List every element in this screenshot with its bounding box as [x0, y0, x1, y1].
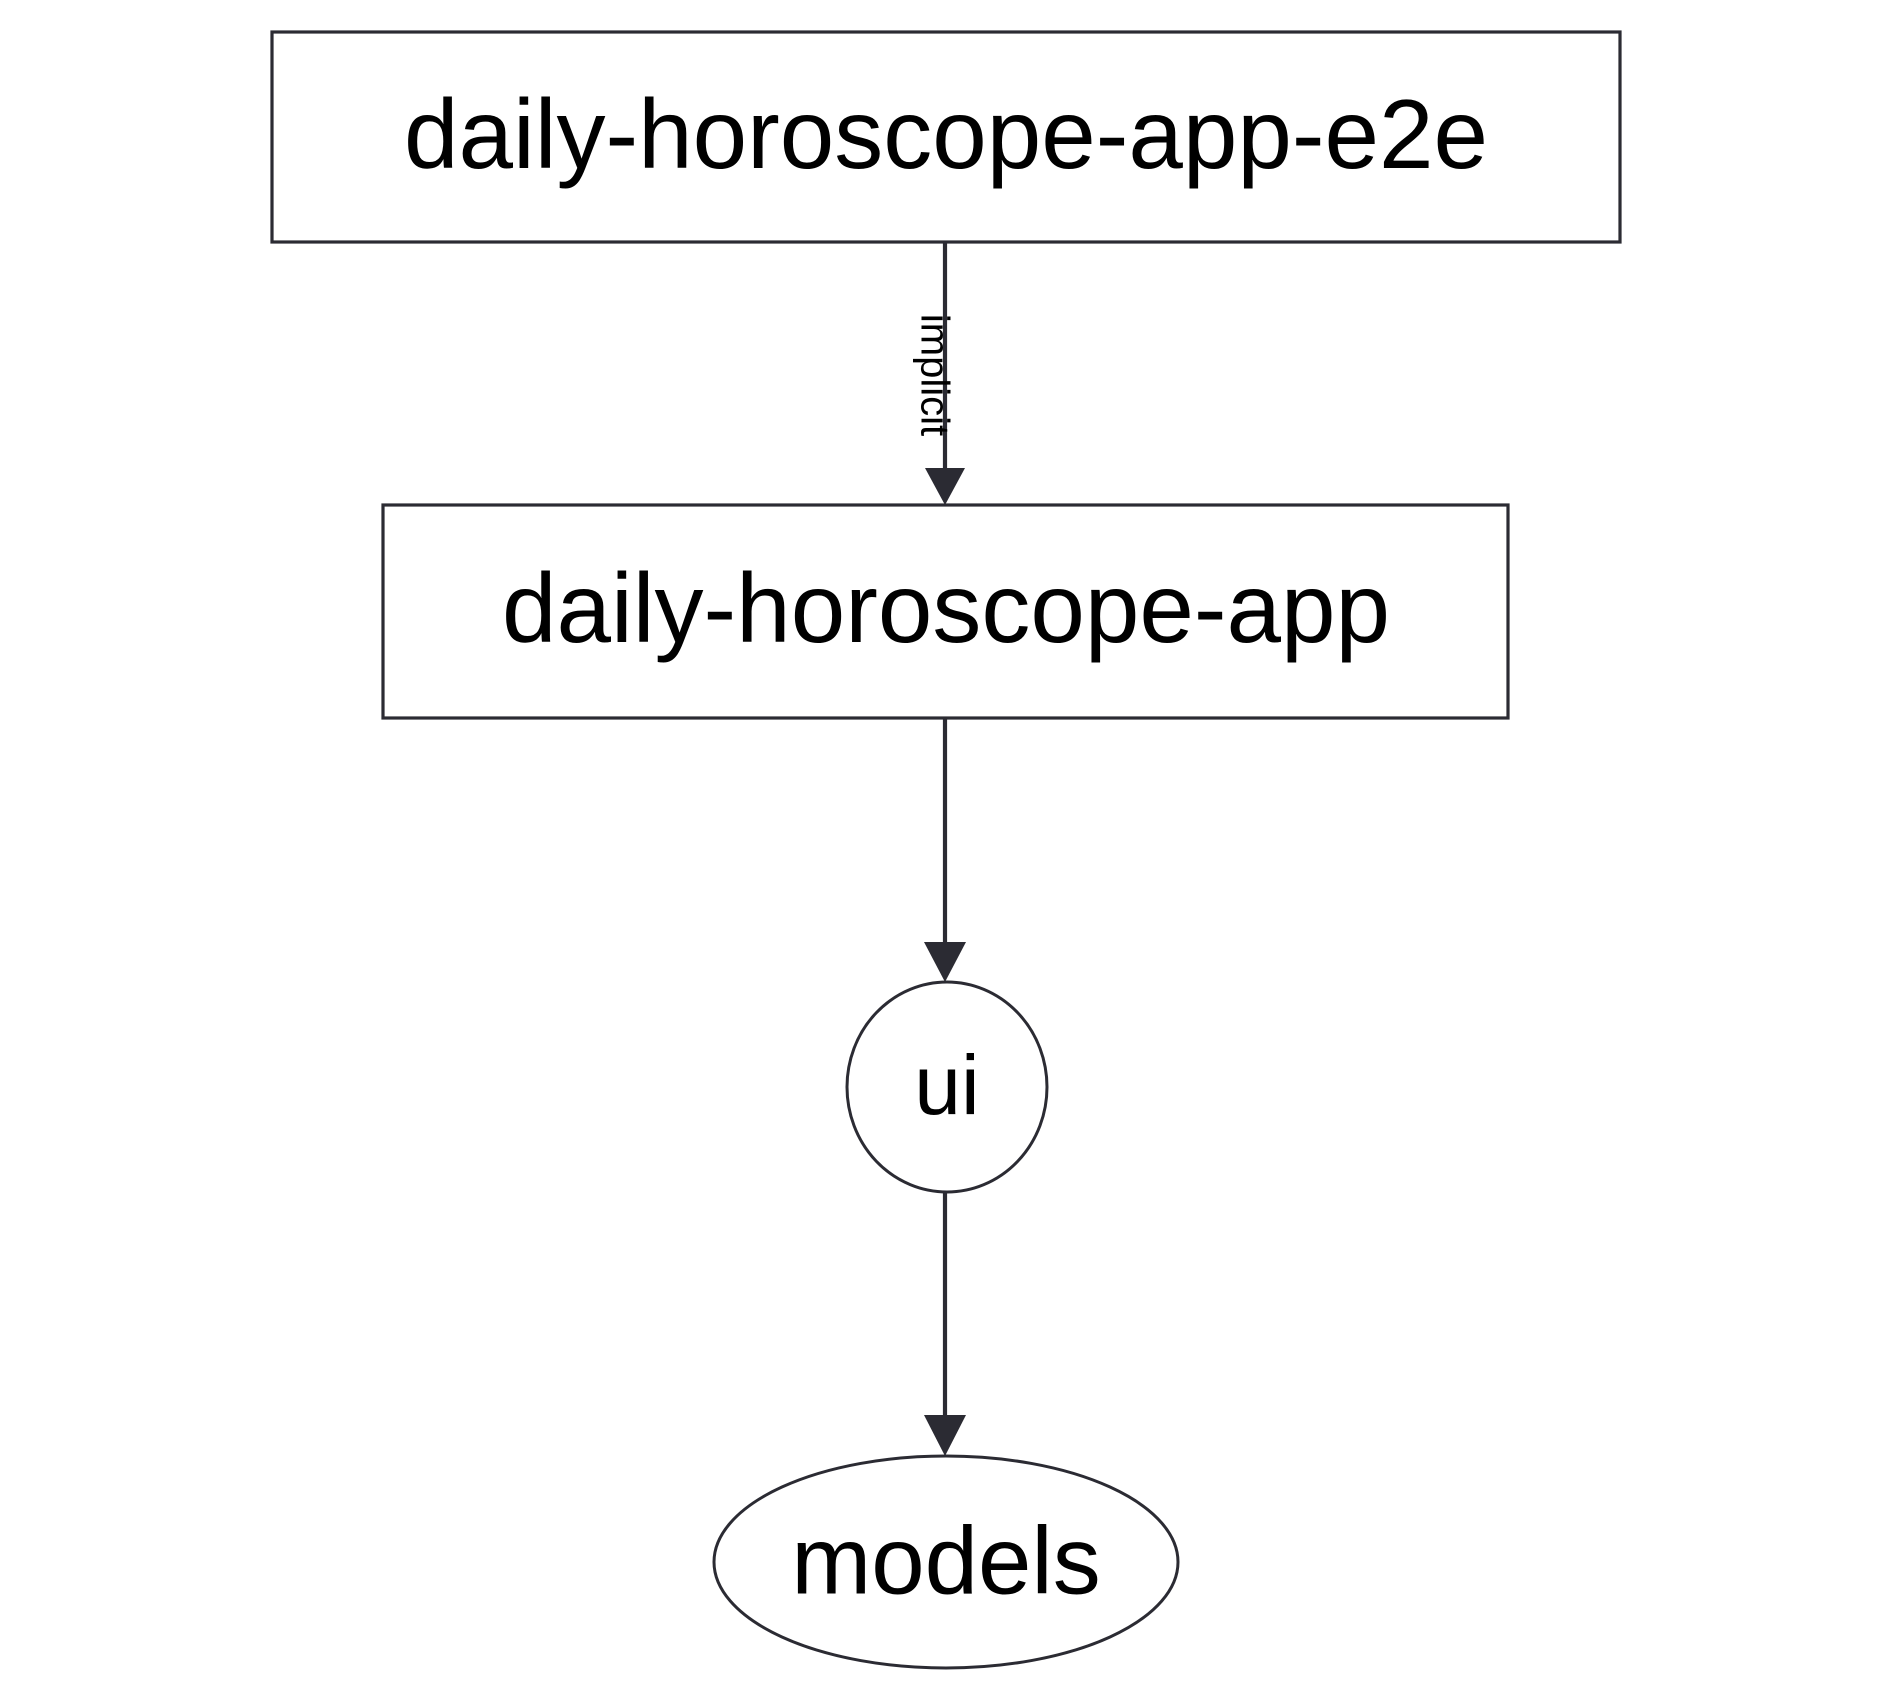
node-ellipse-models[interactable]: [712, 1454, 1180, 1670]
node-ui[interactable]: ui: [845, 980, 1049, 1194]
edge-ui-to-models[interactable]: [924, 1192, 966, 1456]
node-label-models: models: [791, 1507, 1100, 1614]
node-label-ui: ui: [914, 1038, 979, 1132]
edge-app-to-ui[interactable]: [924, 718, 966, 982]
edge-arrowhead-ui-models: [924, 1415, 966, 1456]
node-daily-horoscope-app-e2e[interactable]: daily-horoscope-app-e2e: [270, 30, 1622, 244]
node-rect-app[interactable]: [381, 503, 1510, 720]
edge-arrowhead-app-ui: [924, 942, 966, 982]
node-daily-horoscope-app[interactable]: daily-horoscope-app: [381, 503, 1510, 720]
node-label-e2e: daily-horoscope-app-e2e: [404, 79, 1488, 189]
node-rect-e2e[interactable]: [270, 30, 1622, 244]
edge-e2e-to-app[interactable]: implicit: [912, 242, 965, 505]
node-label-app: daily-horoscope-app: [502, 553, 1390, 663]
edge-arrowhead-e2e-app: [925, 468, 965, 505]
node-models[interactable]: models: [712, 1454, 1180, 1670]
edge-label-implicit: implicit: [912, 314, 956, 436]
